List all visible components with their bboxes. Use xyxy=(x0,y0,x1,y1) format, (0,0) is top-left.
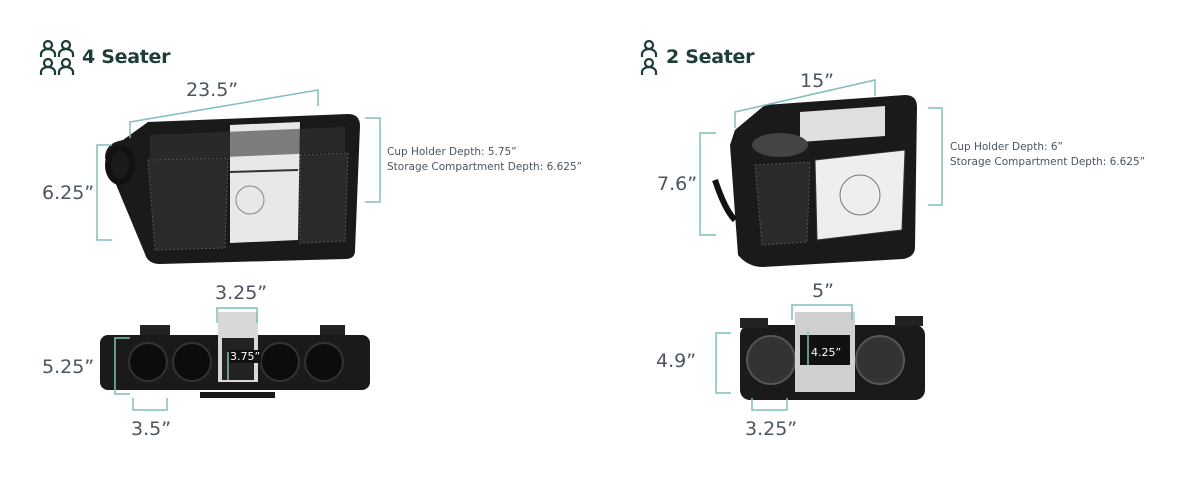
two-seater-bag-side-view xyxy=(712,95,917,267)
four-seater-height-label: 6.25” xyxy=(42,182,95,204)
two-seater-cup-diameter-label: 3.25” xyxy=(745,418,798,440)
two-seater-bag-top-view xyxy=(740,312,925,400)
four-seater-compartment-width-label: 3.25” xyxy=(215,282,268,304)
people-pair-icon xyxy=(640,39,658,75)
four-seater-storage-depth: Storage Compartment Depth: 6.625” xyxy=(387,161,583,173)
four-seater-width-label: 23.5” xyxy=(186,79,239,101)
two-seater-compartment-depth-label: 4.25” xyxy=(810,346,843,359)
four-seater-cup-depth: Cup Holder Depth: 5.75” xyxy=(387,146,517,158)
two-seater-width-label: 15” xyxy=(800,70,835,92)
two-seater-cup-depth: Cup Holder Depth: 6” xyxy=(950,141,1063,153)
four-seater-bag-side-view xyxy=(105,114,360,264)
two-seater-depth-label: 4.9” xyxy=(656,350,697,372)
four-seater-compartment-depth-label: 3.75” xyxy=(229,350,262,363)
two-seater-storage-depth: Storage Compartment Depth: 6.625” xyxy=(950,156,1146,168)
four-seater-cup-diameter-label: 3.5” xyxy=(131,418,172,440)
two-seater-title: 2 Seater xyxy=(666,46,755,68)
four-seater-depth-label: 5.25” xyxy=(42,356,95,378)
two-seater-compartment-width-label: 5” xyxy=(812,280,834,302)
people-group-icon xyxy=(39,39,75,75)
four-seater-title: 4 Seater xyxy=(82,46,171,68)
two-seater-height-label: 7.6” xyxy=(657,173,698,195)
dimension-lines xyxy=(96,79,943,411)
four-seater-bag-top-view xyxy=(100,312,370,398)
